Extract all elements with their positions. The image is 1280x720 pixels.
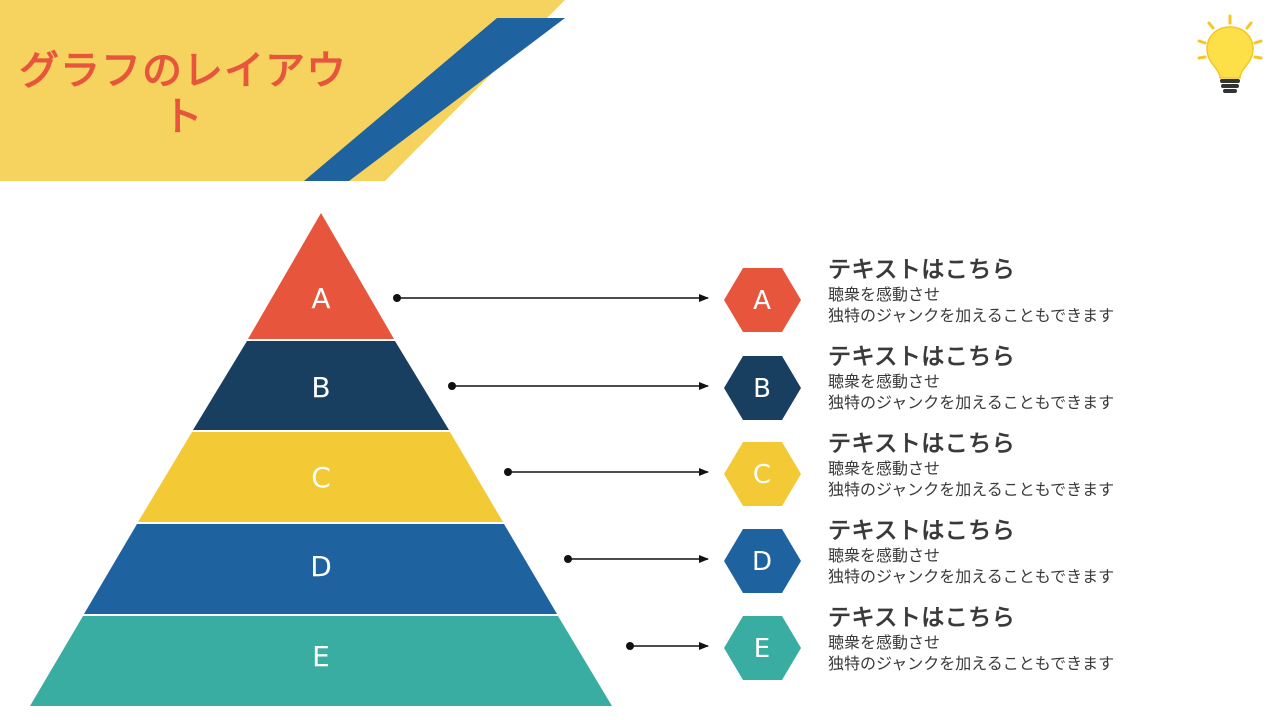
connector-c [504, 468, 709, 476]
text-heading: テキストはこちら [828, 344, 1016, 370]
hexagon-label: E [754, 634, 770, 664]
text-heading: テキストはこちら [828, 518, 1016, 544]
pyramid-tier-e [30, 616, 612, 706]
pyramid-tier-a [248, 213, 394, 339]
text-block-c: テキストはこちら 聴衆を感動させ 独特のジャンクを加えることもできます [828, 430, 1248, 500]
text-line-2: 独特のジャンクを加えることもできます [828, 306, 1115, 325]
hexagon-badge-b [724, 356, 801, 420]
text-line-1: 聴衆を感動させ [828, 372, 941, 391]
lightbulb-icon [1197, 14, 1263, 93]
hexagon-label: A [753, 286, 771, 316]
connector-b [448, 382, 709, 390]
text-heading: テキストはこちら [828, 431, 1016, 457]
pyramid-tier-c [138, 432, 503, 522]
pyramid-tier-label: B [311, 371, 330, 404]
hexagon-badge-e [724, 616, 801, 680]
hexagon-badge-d [724, 529, 801, 593]
connector-d [564, 555, 709, 563]
hexagon-label: D [752, 547, 772, 577]
text-line-1: 聴衆を感動させ [828, 633, 941, 652]
pyramid-tier-label: A [311, 282, 330, 315]
text-block-d: テキストはこちら 聴衆を感動させ 独特のジャンクを加えることもできます [828, 517, 1248, 587]
text-line-2: 独特のジャンクを加えることもできます [828, 393, 1115, 412]
text-block-a: テキストはこちら 聴衆を感動させ 独特のジャンクを加えることもできます [828, 256, 1248, 326]
text-block-e: テキストはこちら 聴衆を感動させ 独特のジャンクを加えることもできます [828, 604, 1248, 674]
pyramid-tier-label: E [312, 640, 330, 673]
banner-blue-stripe [304, 18, 565, 181]
hexagon-label: C [753, 460, 771, 490]
text-block-b: テキストはこちら 聴衆を感動させ 独特のジャンクを加えることもできます [828, 343, 1248, 413]
pyramid-tier-label: D [310, 550, 332, 583]
text-heading: テキストはこちら [828, 605, 1016, 631]
text-heading: テキストはこちら [828, 257, 1016, 283]
pyramid-tier-label: C [311, 461, 331, 494]
hexagon-badge-a [724, 268, 801, 332]
text-line-1: 聴衆を感動させ [828, 285, 941, 304]
text-line-2: 独特のジャンクを加えることもできます [828, 654, 1115, 673]
text-line-2: 独特のジャンクを加えることもできます [828, 567, 1115, 586]
pyramid-tier-d [84, 524, 557, 614]
title-banner [0, 0, 565, 181]
text-line-1: 聴衆を感動させ [828, 459, 941, 478]
hexagon-label: B [753, 374, 771, 404]
connector-a [393, 294, 709, 302]
hexagon-badge-c [724, 442, 801, 506]
banner-yellow-shape [0, 0, 565, 181]
text-line-2: 独特のジャンクを加えることもできます [828, 480, 1115, 499]
pyramid-tier-b [193, 341, 449, 430]
connector-e [626, 642, 709, 650]
text-line-1: 聴衆を感動させ [828, 546, 941, 565]
page-title: グラフのレイアウト [19, 48, 347, 140]
